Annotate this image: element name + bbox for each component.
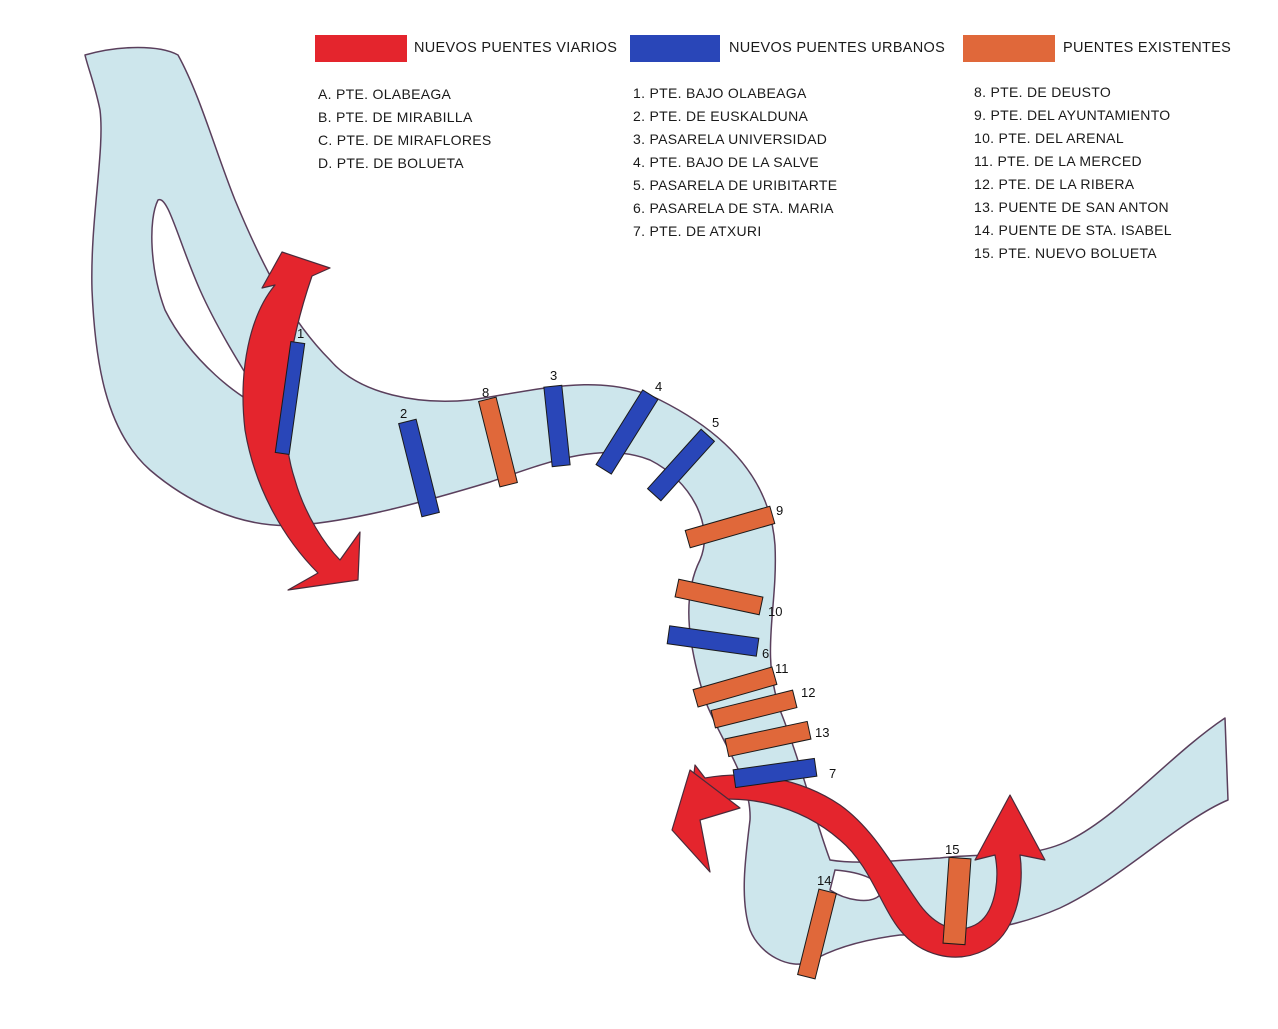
bridge-3 bbox=[543, 384, 571, 468]
bridge-number-10: 10 bbox=[768, 604, 782, 619]
legend-item-6: 6. PASARELA DE STA. MARIA bbox=[633, 200, 834, 216]
bridge-9 bbox=[684, 505, 776, 549]
bridge-number-1: 1 bbox=[297, 326, 304, 341]
bridge-number-13: 13 bbox=[815, 725, 829, 740]
legend-item-1: 1. PTE. BAJO OLABEAGA bbox=[633, 85, 807, 101]
legend-item-15: 15. PTE. NUEVO BOLUETA bbox=[974, 245, 1157, 261]
bridge-1 bbox=[274, 341, 306, 455]
legend-title-road: NUEVOS PUENTES VIARIOS bbox=[414, 40, 618, 56]
bridge-10 bbox=[674, 578, 764, 616]
legend-swatch-existing bbox=[963, 35, 1055, 62]
bridge-8 bbox=[478, 396, 518, 488]
legend-item-5: 5. PASARELA DE URIBITARTE bbox=[633, 177, 838, 193]
legend-title-existing: PUENTES EXISTENTES bbox=[1063, 40, 1232, 56]
river bbox=[84, 46, 1229, 965]
legend-swatch-urban bbox=[630, 35, 720, 62]
bridge-number-11: 11 bbox=[775, 661, 789, 676]
bridge-number-15: 15 bbox=[945, 842, 959, 857]
legend-item-c: C. PTE. DE MIRAFLORES bbox=[318, 132, 492, 148]
legend-item-10: 10. PTE. DEL ARENAL bbox=[974, 130, 1124, 146]
bridge-number-12: 12 bbox=[801, 685, 815, 700]
bridge-2 bbox=[398, 418, 440, 518]
legend-item-a: A. PTE. OLABEAGA bbox=[318, 86, 452, 102]
legend-item-d: D. PTE. DE BOLUETA bbox=[318, 155, 464, 171]
legend-item-13: 13. PUENTE DE SAN ANTON bbox=[974, 199, 1169, 215]
bridge-number-6: 6 bbox=[762, 646, 769, 661]
legend-item-12: 12. PTE. DE LA RIBERA bbox=[974, 176, 1135, 192]
bridge-13 bbox=[724, 720, 812, 758]
legend-item-2: 2. PTE. DE EUSKALDUNA bbox=[633, 108, 809, 124]
bridge-12 bbox=[710, 689, 798, 729]
legend-list-urban: 1. PTE. BAJO OLABEAGA 2. PTE. DE EUSKALD… bbox=[633, 82, 837, 243]
bridge-11 bbox=[692, 666, 778, 708]
road-bridge-arrow-b bbox=[689, 764, 1046, 958]
bridge-6 bbox=[666, 625, 760, 657]
legend-list-road: A. PTE. OLABEAGA B. PTE. DE MIRABILLA C.… bbox=[318, 83, 492, 175]
bridge-number-14: 14 bbox=[817, 873, 831, 888]
legend-list-existing: 8. PTE. DE DEUSTO 9. PTE. DEL AYUNTAMIEN… bbox=[974, 81, 1172, 265]
bridge-number-2: 2 bbox=[400, 406, 407, 421]
legend-item-11: 11. PTE. DE LA MERCED bbox=[974, 153, 1142, 169]
legend-item-14: 14. PUENTE DE STA. ISABEL bbox=[974, 222, 1172, 238]
bridge-number-8: 8 bbox=[482, 385, 489, 400]
bridge-number-4: 4 bbox=[655, 379, 662, 394]
legend-item-4: 4. PTE. BAJO DE LA SALVE bbox=[633, 154, 819, 170]
bridge-number-9: 9 bbox=[776, 503, 783, 518]
legend-item-8: 8. PTE. DE DEUSTO bbox=[974, 84, 1112, 100]
road-bridge-arrowhead-b bbox=[671, 769, 741, 873]
bridge-5 bbox=[646, 428, 716, 502]
legend-item-b: B. PTE. DE MIRABILLA bbox=[318, 109, 473, 125]
legend-swatch-road bbox=[315, 35, 407, 62]
bridge-4 bbox=[595, 389, 659, 475]
bridge-15 bbox=[942, 856, 972, 946]
bridge-number-5: 5 bbox=[712, 415, 719, 430]
bridge-number-7: 7 bbox=[829, 766, 836, 781]
legend-title-urban: NUEVOS PUENTES URBANOS bbox=[729, 40, 946, 56]
bridge-number-3: 3 bbox=[550, 368, 557, 383]
legend-item-3: 3. PASARELA UNIVERSIDAD bbox=[633, 131, 828, 147]
bridge-14 bbox=[797, 888, 837, 980]
bridge-7 bbox=[732, 757, 818, 789]
legend-item-7: 7. PTE. DE ATXURI bbox=[633, 223, 762, 239]
legend-item-9: 9. PTE. DEL AYUNTAMIENTO bbox=[974, 107, 1171, 123]
